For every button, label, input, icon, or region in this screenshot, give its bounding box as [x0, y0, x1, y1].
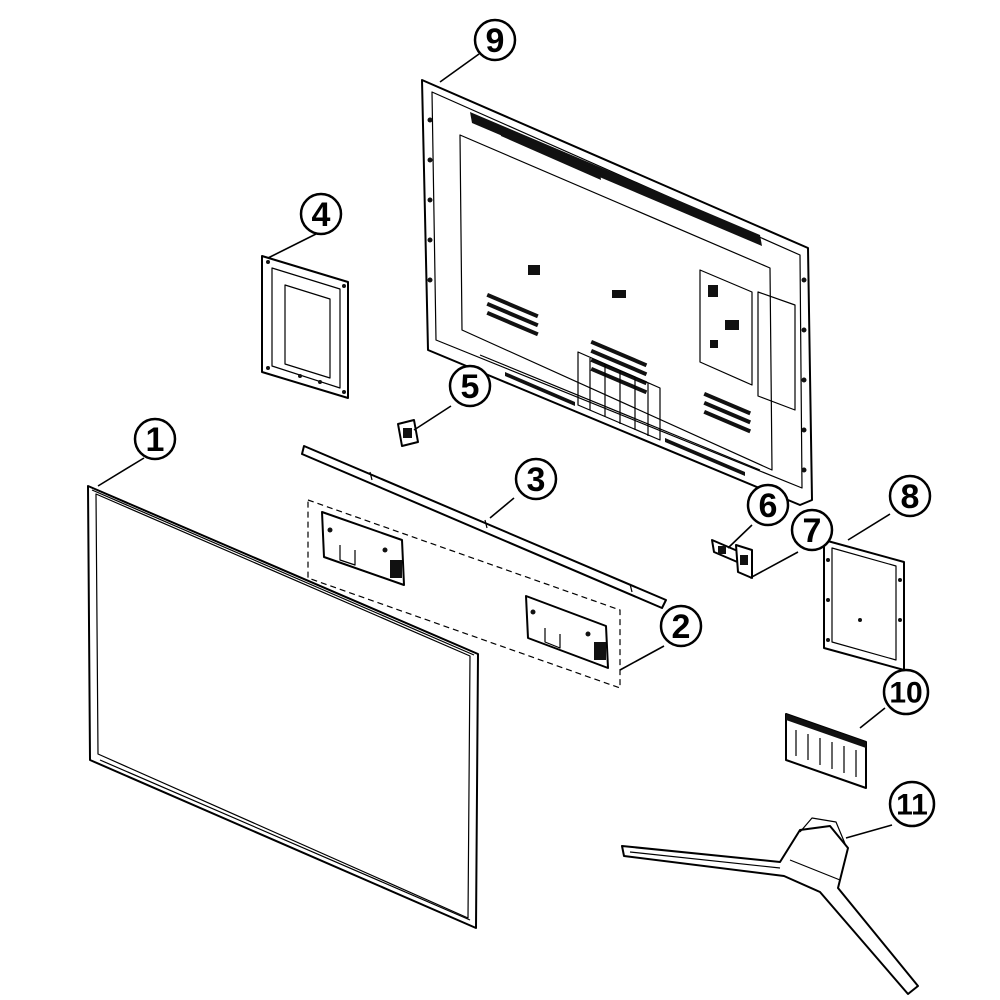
part-main-board [261, 255, 349, 399]
callout-10-label: 10 [889, 677, 922, 710]
callout-2: 2 [659, 604, 703, 648]
part-stand-base [621, 817, 919, 995]
callout-9-label: 9 [486, 22, 505, 60]
part-small-bracket [397, 419, 419, 447]
callout-3: 3 [514, 457, 558, 501]
callout-8-label: 8 [901, 478, 920, 516]
callout-3-label: 3 [527, 461, 546, 499]
part-stand-neck [785, 713, 867, 789]
part-clip-right [735, 544, 753, 579]
callout-5-label: 5 [461, 368, 480, 406]
part-power-board [823, 539, 905, 671]
callout-5: 5 [448, 364, 492, 408]
callout-4: 4 [299, 192, 343, 236]
callout-6: 6 [746, 483, 790, 527]
part-panel-bar [301, 445, 667, 609]
callout-9: 9 [473, 18, 517, 62]
callout-7: 7 [790, 508, 834, 552]
callout-11: 11 [888, 780, 936, 828]
rear-vents-right [703, 392, 752, 434]
leader-lines [97, 53, 893, 839]
callout-11-label: 11 [896, 789, 928, 822]
part-wall-brackets [307, 499, 621, 689]
callout-7-label: 7 [803, 512, 822, 550]
rear-vents-left [486, 293, 539, 337]
callout-1: 1 [133, 417, 177, 461]
callout-10: 10 [882, 668, 930, 716]
callout-6-label: 6 [759, 487, 778, 525]
part-front-panel [87, 485, 479, 929]
callout-1-label: 1 [146, 421, 165, 459]
callout-4-label: 4 [312, 196, 331, 234]
callout-8: 8 [888, 474, 932, 518]
callout-2-label: 2 [672, 608, 691, 646]
part-rear-cover [421, 79, 813, 506]
